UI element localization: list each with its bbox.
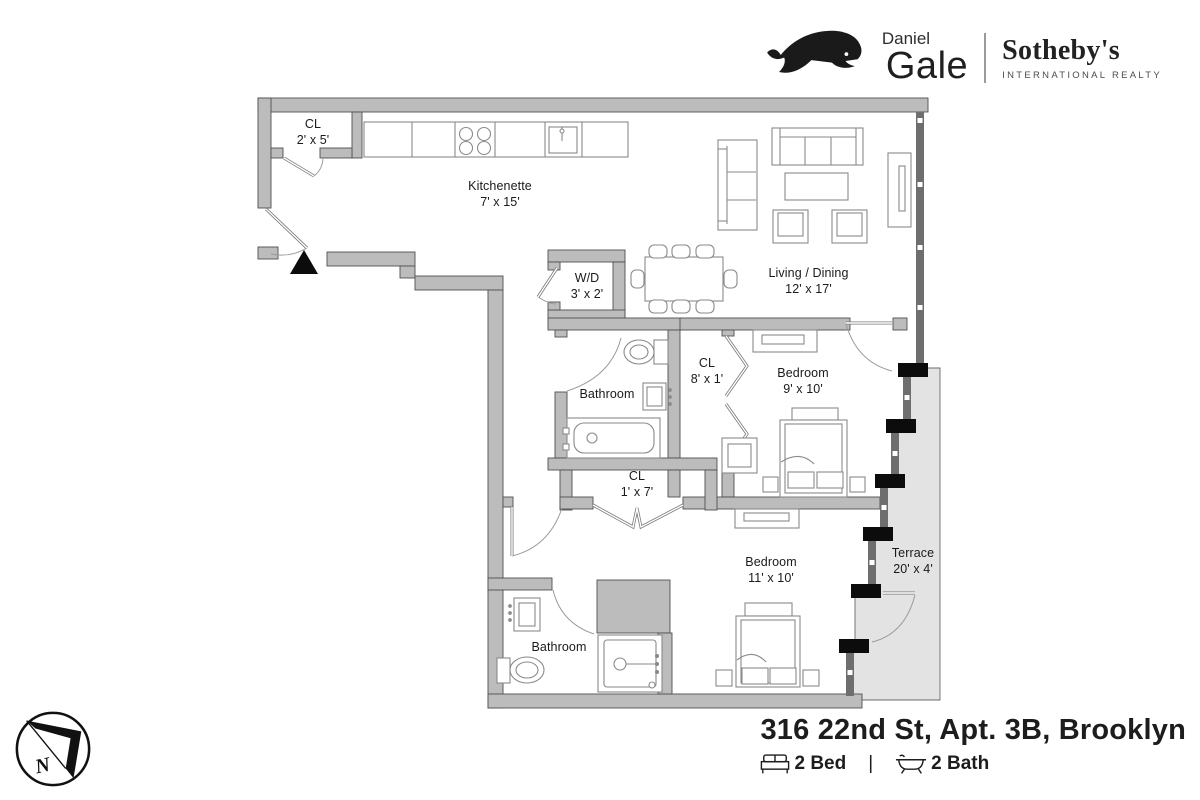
entry-triangle <box>290 250 318 274</box>
armchair-right <box>831 209 868 244</box>
kitchen-sink <box>548 126 578 154</box>
toilet-lower <box>496 656 545 684</box>
dresser-lower <box>734 508 800 529</box>
dining-set <box>630 244 738 314</box>
brand-logo: Daniel Gale Sotheby's INTERNATIONAL REAL… <box>762 26 1162 89</box>
armchair-left <box>772 209 809 244</box>
toilet-upper <box>623 339 669 365</box>
coffee-table <box>784 172 849 201</box>
whale-icon <box>762 26 866 89</box>
north-compass: N <box>12 706 94 795</box>
brand-subtitle: INTERNATIONAL REALTY <box>1002 69 1162 81</box>
bedroom-lower-furniture <box>715 508 820 688</box>
nightstand <box>715 669 733 687</box>
side-chair <box>721 437 758 474</box>
north-arrow-icon: N <box>26 720 82 779</box>
nightstand <box>762 476 779 493</box>
stats-separator: | <box>868 753 874 774</box>
listing-address: 316 22nd St, Apt. 3B, Brooklyn <box>760 714 1186 746</box>
bathroom-lower-fixtures <box>496 597 663 693</box>
kitchen-counter <box>363 121 629 158</box>
bed-icon <box>760 753 790 775</box>
door-leaves <box>264 156 915 595</box>
nightstand <box>802 669 820 687</box>
walls <box>257 97 929 709</box>
living-furniture <box>630 127 912 314</box>
bathroom-upper-fixtures <box>562 339 672 459</box>
stove-burners <box>458 126 492 156</box>
sofa-vertical <box>717 139 758 231</box>
daniel-gale-wordmark: Daniel Gale <box>880 30 968 85</box>
baths-count: 2 Bath <box>931 753 990 774</box>
brand-gale: Gale <box>885 45 969 87</box>
dresser-upper <box>752 329 818 353</box>
bed-lower <box>735 602 801 688</box>
beds-count: 2 Bed <box>794 753 847 774</box>
listing-footer: 316 22nd St, Apt. 3B, Brooklyn 2 Bed | 2… <box>760 714 1186 775</box>
window-mullion-blocks <box>839 363 928 653</box>
sofa-horizontal <box>771 127 864 166</box>
logo-divider <box>984 32 987 83</box>
glass-mullions <box>847 118 923 675</box>
nightstand <box>849 476 866 493</box>
brand-sothebys: Sotheby's <box>1002 34 1121 66</box>
bathtub <box>562 417 661 459</box>
bed-upper <box>779 407 848 498</box>
sink-upper <box>642 382 672 411</box>
svg-text:N: N <box>32 754 53 779</box>
bedroom-upper-furniture <box>721 329 866 498</box>
shower <box>597 634 663 693</box>
sink-lower <box>508 597 541 632</box>
tv-console <box>887 152 912 228</box>
door-arcs <box>270 158 916 643</box>
brand-daniel: Daniel <box>881 29 931 48</box>
listing-stats: 2 Bed | 2 Bath <box>760 753 1186 775</box>
sothebys-wordmark: Sotheby's INTERNATIONAL REALTY <box>1002 35 1162 81</box>
bath-icon <box>895 753 927 775</box>
